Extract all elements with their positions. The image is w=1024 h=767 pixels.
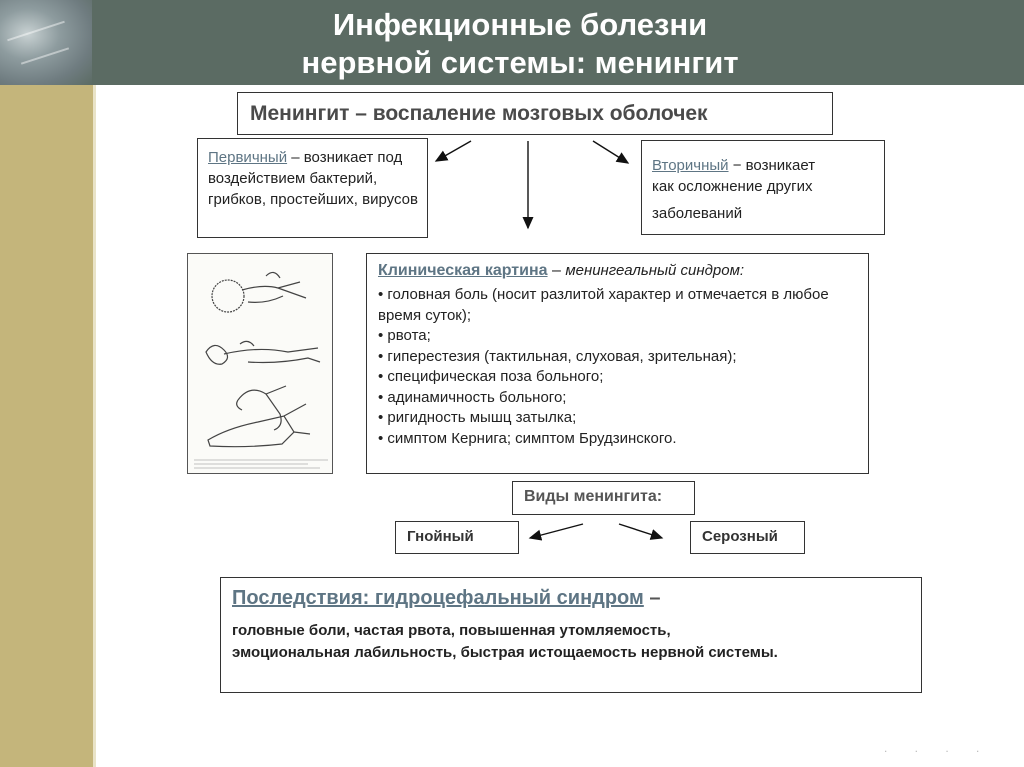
- arrow-to-primary: [436, 141, 471, 161]
- arrow-to-serous: [619, 524, 662, 538]
- arrow-to-secondary: [593, 141, 628, 163]
- arrow-to-purulent: [530, 524, 583, 538]
- decorative-dots: . . . .: [884, 741, 991, 755]
